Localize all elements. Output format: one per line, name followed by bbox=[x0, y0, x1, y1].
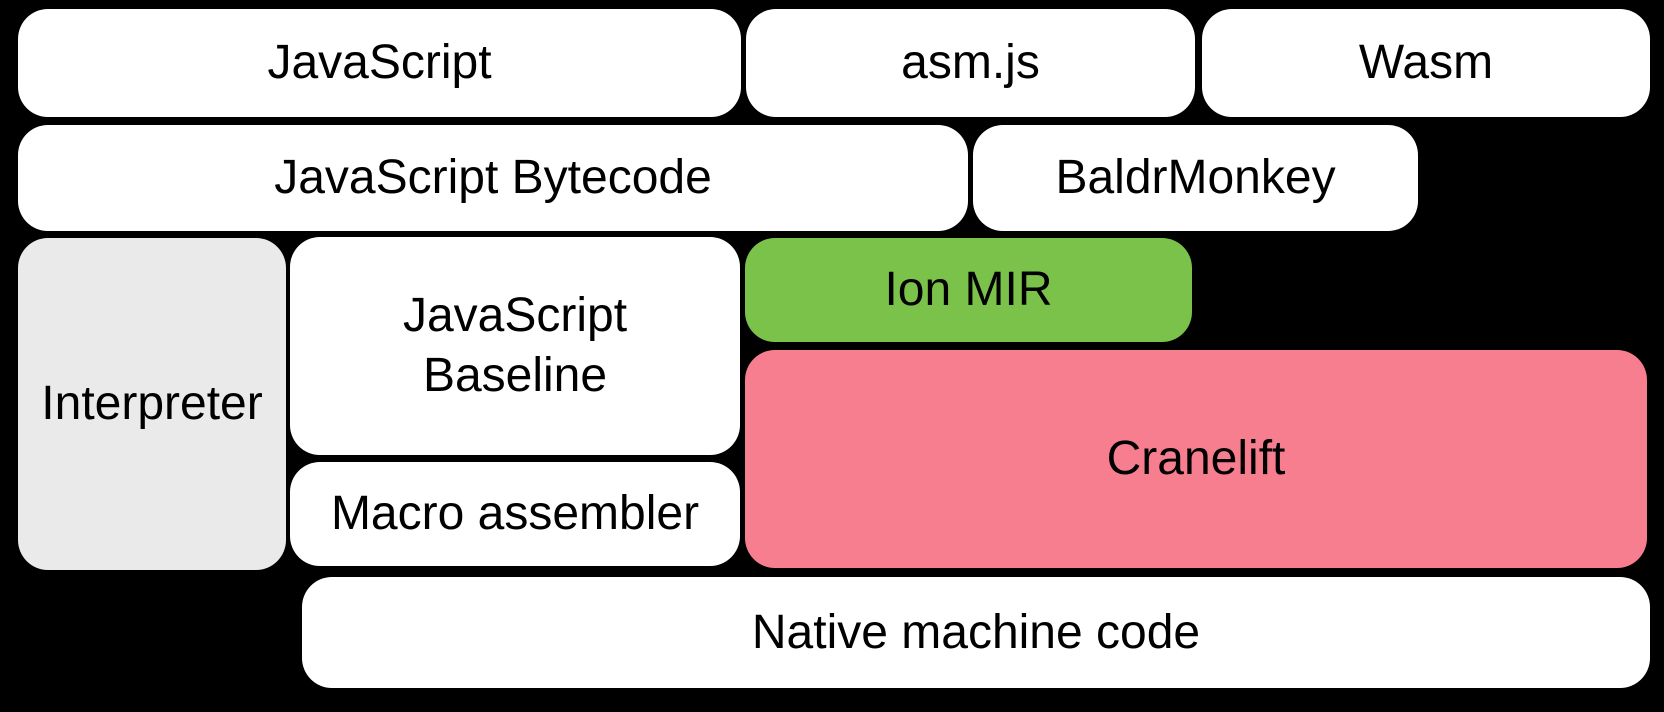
node-baldrmonkey: BaldrMonkey bbox=[973, 125, 1418, 231]
node-javascript-bytecode: JavaScript Bytecode bbox=[18, 125, 968, 231]
node-native-machine-code: Native machine code bbox=[302, 577, 1650, 688]
node-cranelift: Cranelift bbox=[745, 350, 1647, 568]
node-macro-assembler: Macro assembler bbox=[290, 462, 740, 566]
node-native-machine-code-label: Native machine code bbox=[751, 605, 1201, 659]
node-cranelift-label: Cranelift bbox=[1106, 432, 1286, 485]
node-macro-assembler-label: Macro assembler bbox=[330, 487, 700, 540]
node-interpreter-label: Interpreter bbox=[41, 377, 263, 430]
node-wasm: Wasm bbox=[1202, 9, 1650, 117]
node-javascript-baseline: JavaScript Baseline bbox=[290, 237, 740, 455]
node-interpreter: Interpreter bbox=[18, 238, 286, 570]
node-asmjs: asm.js bbox=[746, 9, 1195, 117]
node-wasm-label: Wasm bbox=[1358, 36, 1494, 89]
node-javascript-label: JavaScript bbox=[267, 36, 492, 89]
node-javascript-bytecode-label: JavaScript Bytecode bbox=[274, 151, 712, 204]
node-javascript: JavaScript bbox=[18, 9, 741, 117]
node-ion-mir: Ion MIR bbox=[745, 238, 1192, 342]
node-javascript-baseline-label: JavaScript Baseline bbox=[402, 289, 628, 402]
node-asmjs-label: asm.js bbox=[901, 36, 1040, 89]
node-baldrmonkey-label: BaldrMonkey bbox=[1055, 151, 1336, 204]
node-ion-mir-label: Ion MIR bbox=[884, 263, 1053, 316]
